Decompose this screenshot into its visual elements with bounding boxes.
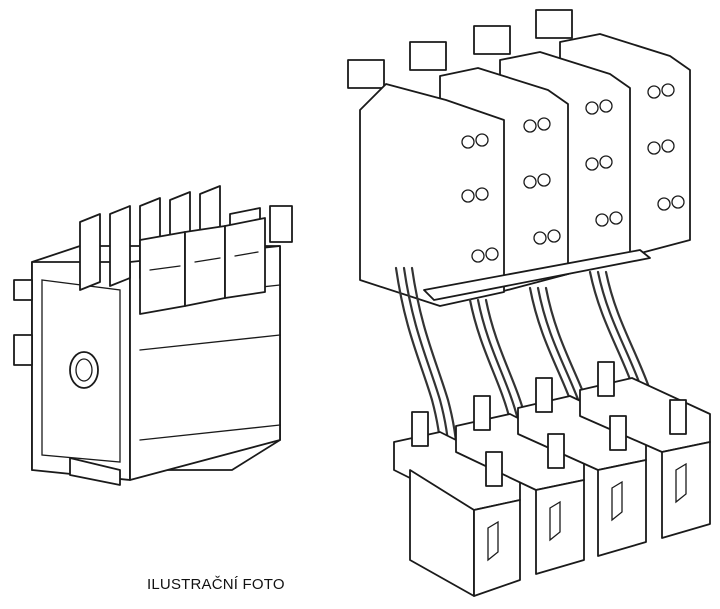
caption-text: ILUSTRAČNÍ FOTO <box>147 576 285 593</box>
contact-modules-illustration <box>347 9 711 597</box>
switch-block-illustration <box>13 185 293 486</box>
